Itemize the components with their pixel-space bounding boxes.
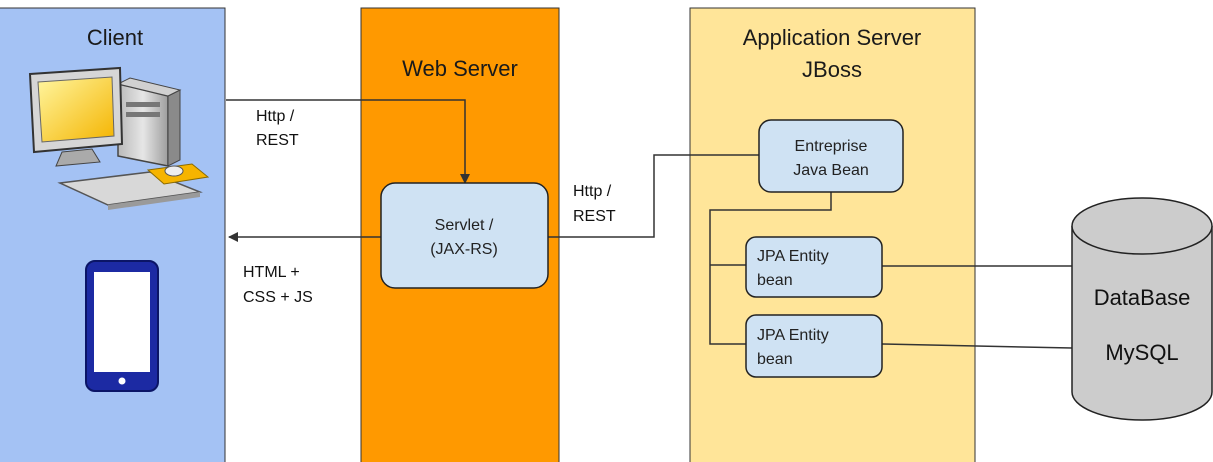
jpa-entity-1-label-line2: bean bbox=[757, 272, 793, 289]
ejb-node-label-line1: Entreprise bbox=[795, 138, 868, 155]
edge-ejb-to-entities bbox=[709, 192, 832, 345]
jpa-entity-2-label-line1: JPA Entity bbox=[757, 327, 829, 344]
application-server-title: Application Server bbox=[743, 25, 922, 50]
client-lane-title: Client bbox=[87, 25, 143, 50]
edge-label-servlet-to-ejb-line1: Http / bbox=[573, 183, 612, 200]
ejb-node-label-line2: Java Bean bbox=[793, 162, 869, 179]
edge-servlet-to-ejb bbox=[548, 154, 759, 238]
application-server-subtitle: JBoss bbox=[802, 57, 862, 82]
desktop-computer-icon bbox=[28, 66, 210, 210]
servlet-node-label-line1: Servlet / bbox=[435, 217, 494, 234]
edge-jpa-2-to-database bbox=[881, 343, 1073, 349]
servlet-node: Servlet / (JAX-RS) bbox=[380, 182, 549, 289]
jpa-entity-bean-node-2: JPA Entity bean bbox=[745, 314, 883, 378]
edge-label-servlet-to-client-line2: CSS + JS bbox=[243, 289, 313, 306]
database-engine-label: MySQL bbox=[1105, 340, 1178, 365]
servlet-node-label-line2: (JAX-RS) bbox=[430, 241, 498, 258]
enterprise-java-bean-node: Entreprise Java Bean bbox=[758, 119, 904, 193]
database-cylinder: DataBase MySQL bbox=[1071, 197, 1213, 421]
database-label: DataBase bbox=[1094, 285, 1191, 310]
web-server-lane-title: Web Server bbox=[402, 56, 518, 81]
jpa-entity-2-label-line2: bean bbox=[757, 351, 793, 368]
edge-label-servlet-to-client-line1: HTML + bbox=[243, 264, 300, 281]
edge-label-client-to-servlet-line2: REST bbox=[256, 132, 299, 149]
jpa-entity-bean-node-1: JPA Entity bean bbox=[745, 236, 883, 298]
edge-label-client-to-servlet-line1: Http / bbox=[256, 108, 295, 125]
edge-client-to-servlet bbox=[226, 99, 470, 184]
jpa-entity-1-label-line1: JPA Entity bbox=[757, 248, 829, 265]
application-server-lane bbox=[689, 7, 976, 462]
smartphone-icon bbox=[85, 260, 159, 392]
edge-label-servlet-to-ejb-line2: REST bbox=[573, 208, 616, 225]
